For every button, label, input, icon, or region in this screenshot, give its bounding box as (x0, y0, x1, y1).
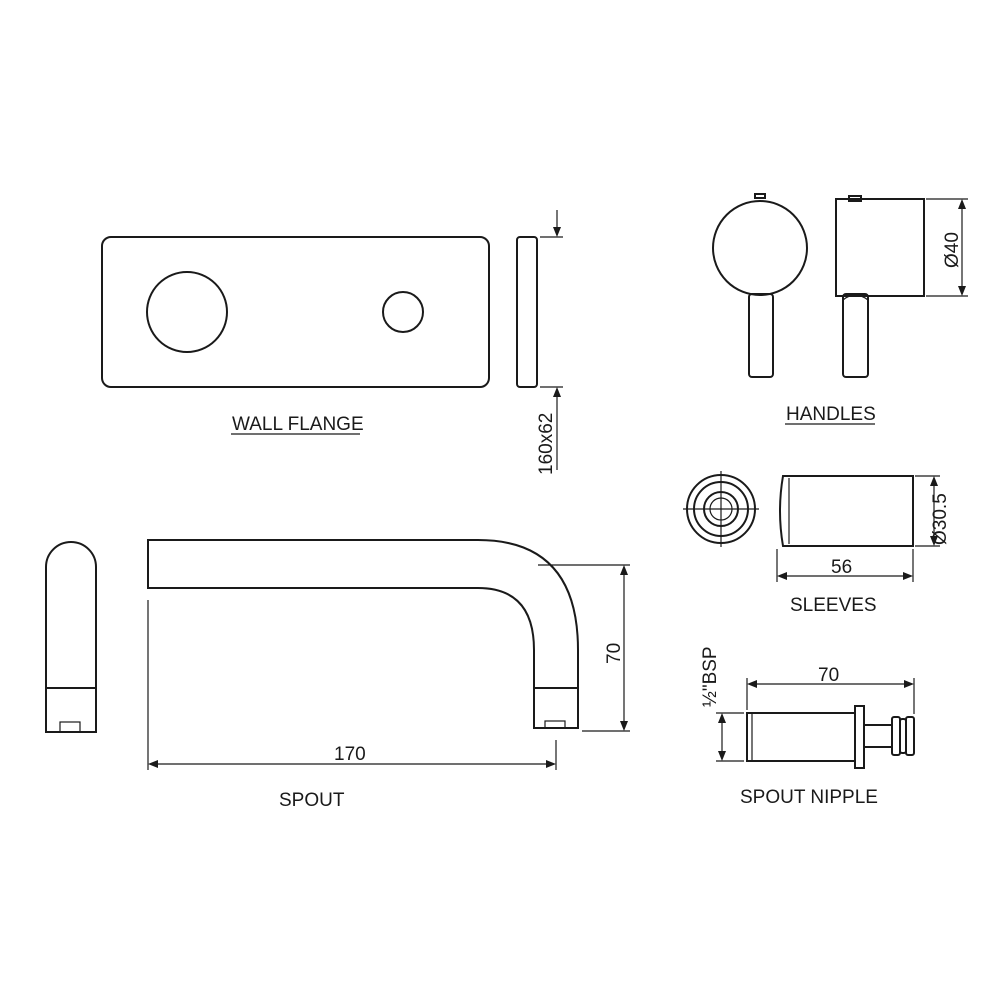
spout-label: SPOUT (279, 790, 345, 811)
handle-front-lever (748, 293, 774, 378)
handle-diameter-dimension: Ø40 (942, 232, 963, 268)
handles-label: HANDLES (786, 404, 876, 425)
spout-length-dimension: 170 (334, 744, 366, 765)
spout-height-dimension: 70 (604, 643, 625, 664)
spout-nipple-group: 70 ½"BSP SPOUT NIPPLE (700, 646, 915, 808)
handles-group: Ø40 HANDLES (712, 193, 968, 425)
sleeve-side-body (779, 475, 914, 547)
wall-flange-label: WALL FLANGE (232, 414, 364, 435)
spout-nipple-thread-dimension: ½"BSP (700, 646, 721, 707)
wall-flange-size-dimension: 160x62 (536, 413, 557, 475)
spout-nipple-length-dimension: 70 (818, 665, 839, 686)
spout-nipple-body (746, 712, 856, 762)
handle-side-lever (842, 293, 869, 378)
sleeve-diameter-dimension: Ø30.5 (930, 493, 951, 545)
spout-group: 70 170 SPOUT (45, 539, 630, 811)
sleeve-length-dimension: 56 (831, 557, 852, 578)
wall-flange-plate-front (101, 236, 490, 388)
wall-flange-small-hole (382, 291, 424, 333)
sleeves-label: SLEEVES (790, 595, 877, 616)
wall-flange-plate-side (516, 236, 538, 388)
wall-flange-large-hole (146, 271, 228, 353)
spout-end-view (45, 541, 97, 733)
handle-side-body (835, 198, 925, 297)
sleeves-group: Ø30.5 56 SLEEVES (683, 471, 951, 616)
wall-flange-group: 160x62 WALL FLANGE (101, 210, 563, 475)
spout-nipple-label: SPOUT NIPPLE (740, 787, 878, 808)
handle-front-knob (712, 200, 808, 296)
spout-side-view (147, 539, 579, 729)
